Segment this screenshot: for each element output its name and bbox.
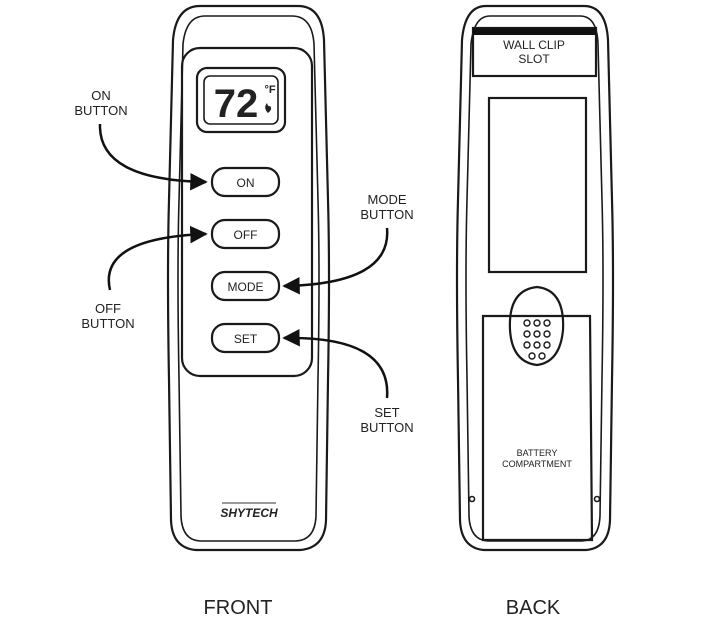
battery-door-grip (508, 285, 565, 367)
callout-on: ON BUTTON (74, 88, 208, 191)
mode-button-label: MODE (228, 280, 264, 294)
callout-set-arrow (282, 328, 389, 399)
front-remote-body (166, 4, 331, 552)
callout-set-line1: SET (374, 405, 399, 420)
callout-mode-line2: BUTTON (360, 207, 413, 222)
on-button-label: ON (237, 176, 255, 190)
front-remote: 72 °F ON OFF MODE SET SHYTECH (166, 4, 331, 552)
screw-right (593, 495, 601, 503)
off-button[interactable]: OFF (210, 218, 281, 250)
battery-label-line1: BATTERY (517, 448, 558, 458)
display-temperature: 72 (214, 82, 259, 126)
flame-icon (265, 103, 272, 113)
back-remote: WALL CLIP SLOT BATTERY COMPARTMENT (455, 4, 615, 552)
wall-clip-label-line1: WALL CLIP (503, 38, 565, 52)
battery-compartment (481, 314, 594, 542)
display-screen (203, 75, 279, 125)
off-button-label: OFF (234, 228, 258, 242)
callout-on-line1: ON (91, 88, 111, 103)
display-bezel (195, 66, 287, 134)
callout-off-line1: OFF (95, 301, 121, 316)
wall-clip-label-line2: SLOT (518, 52, 550, 66)
display-unit: °F (264, 84, 275, 96)
screw-left (468, 495, 476, 503)
back-caption: BACK (506, 597, 561, 619)
grip-dots (523, 319, 551, 360)
callout-on-arrow (98, 123, 208, 191)
on-button[interactable]: ON (210, 166, 281, 198)
set-button-label: SET (234, 332, 258, 346)
battery-label-line2: COMPARTMENT (502, 459, 572, 469)
callout-set-line2: BUTTON (360, 420, 413, 435)
front-button-panel (180, 46, 314, 378)
callout-off-line2: BUTTON (81, 316, 134, 331)
callout-set: SET BUTTON (282, 328, 414, 435)
callout-on-line2: BUTTON (74, 103, 127, 118)
back-remote-body (455, 4, 615, 552)
callout-mode: MODE BUTTON (282, 192, 414, 295)
callout-off-arrow (107, 225, 208, 291)
front-remote-inner-outline (177, 15, 320, 542)
brand-logo-text: SHYTECH (220, 506, 278, 520)
brand-logo: SHYTECH (220, 502, 278, 520)
callout-off: OFF BUTTON (81, 225, 208, 331)
callout-mode-arrow (282, 227, 389, 295)
front-caption: FRONT (204, 597, 273, 619)
callout-mode-line1: MODE (368, 192, 407, 207)
back-label-area (487, 96, 588, 274)
set-button[interactable]: SET (210, 322, 281, 354)
mode-button[interactable]: MODE (210, 270, 281, 302)
